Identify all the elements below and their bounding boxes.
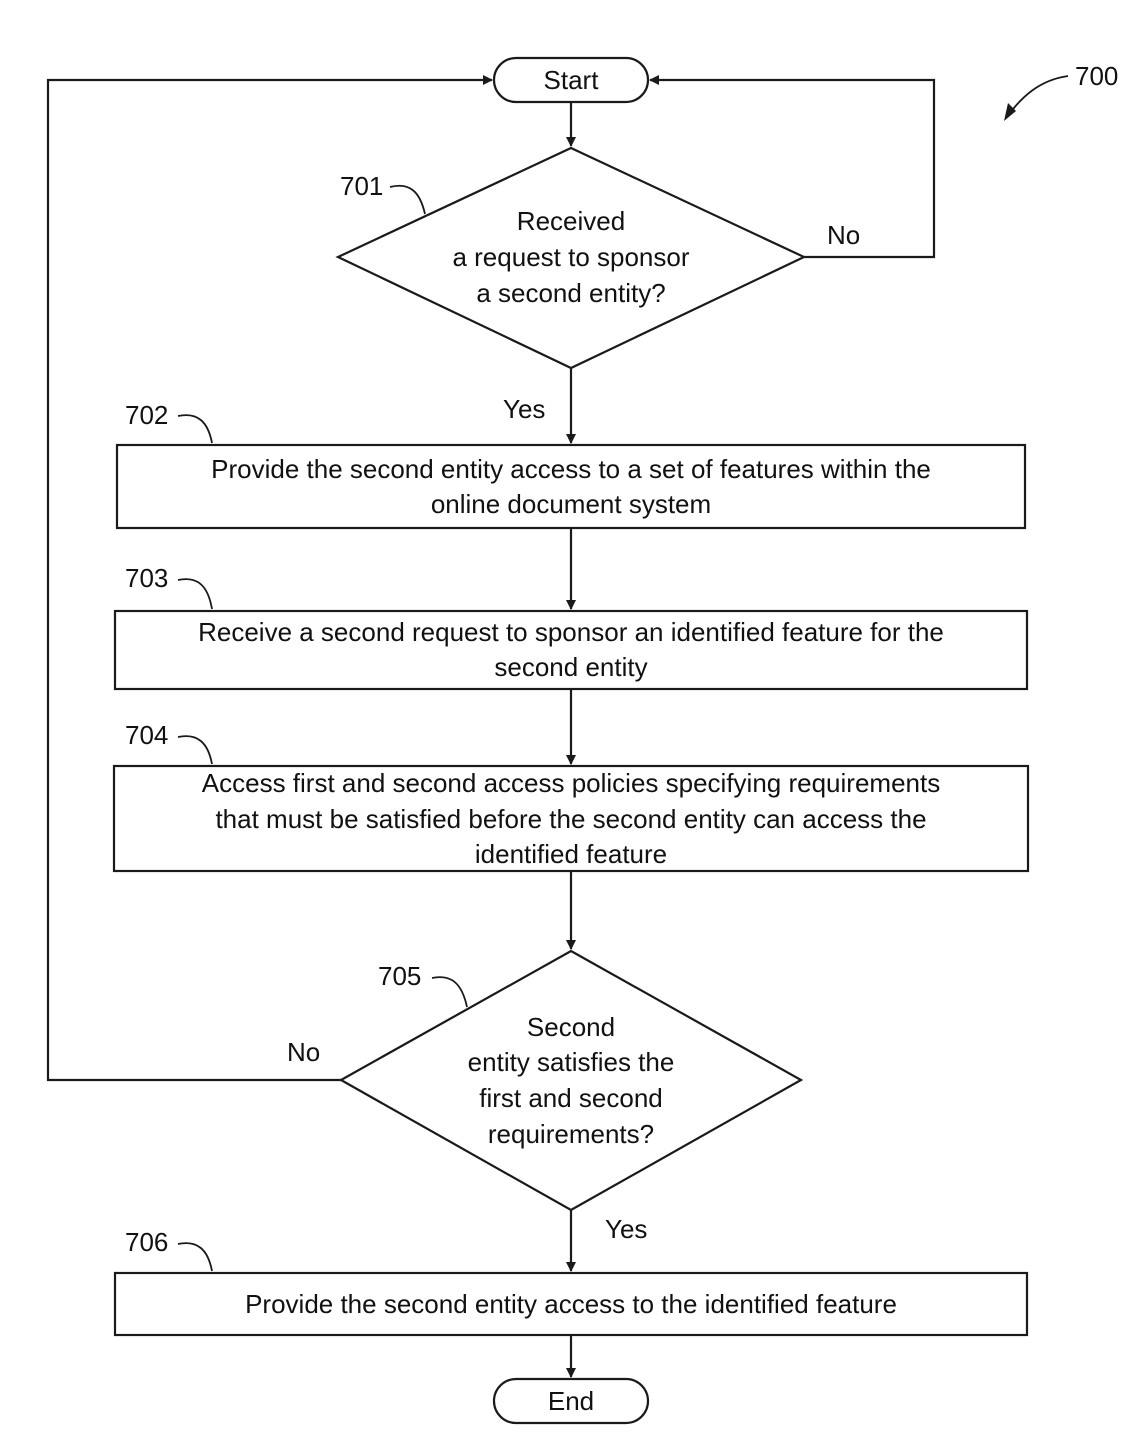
decision-701-line-3: a second entity? — [476, 278, 665, 308]
leader-701 — [390, 186, 425, 214]
process-706-line-1: Provide the second entity access to the … — [245, 1289, 897, 1319]
decision-705-line-3: first and second — [479, 1083, 663, 1113]
process-702-line-2: online document system — [431, 489, 711, 519]
decision-705-no-label: No — [287, 1037, 320, 1067]
ref-705: 705 — [378, 961, 421, 991]
ref-703: 703 — [125, 563, 168, 593]
start-label: Start — [544, 65, 600, 95]
process-704-line-2: that must be satisfied before the second… — [215, 804, 926, 834]
process-702-line-1: Provide the second entity access to a se… — [211, 454, 931, 484]
leader-704 — [178, 736, 212, 764]
leader-703 — [178, 579, 212, 609]
process-703-line-1: Receive a second request to sponsor an i… — [198, 617, 944, 647]
decision-705-line-2: entity satisfies the — [468, 1047, 675, 1077]
process-704-line-1: Access first and second access policies … — [202, 768, 940, 798]
end-label: End — [548, 1386, 594, 1416]
process-703-line-2: second entity — [494, 652, 647, 682]
figure-ref-arrow — [1006, 76, 1068, 118]
figure-ref-arrowhead — [1004, 103, 1016, 121]
decision-705-yes-label: Yes — [605, 1214, 647, 1244]
decision-701-line-2: a request to sponsor — [452, 242, 689, 272]
ref-702: 702 — [125, 400, 168, 430]
ref-706: 706 — [125, 1227, 168, 1257]
decision-701-line-1: Received — [517, 206, 625, 236]
decision-705-line-4: requirements? — [488, 1119, 654, 1149]
process-704-line-3: identified feature — [475, 839, 667, 869]
decision-701-yes-label: Yes — [503, 394, 545, 424]
leader-706 — [178, 1243, 212, 1271]
decision-705-line-1: Second — [527, 1012, 615, 1042]
ref-701: 701 — [340, 171, 383, 201]
decision-701-no-label: No — [827, 220, 860, 250]
ref-704: 704 — [125, 720, 168, 750]
leader-702 — [178, 415, 212, 443]
figure-ref-label: 700 — [1075, 61, 1118, 91]
leader-705 — [432, 977, 467, 1007]
